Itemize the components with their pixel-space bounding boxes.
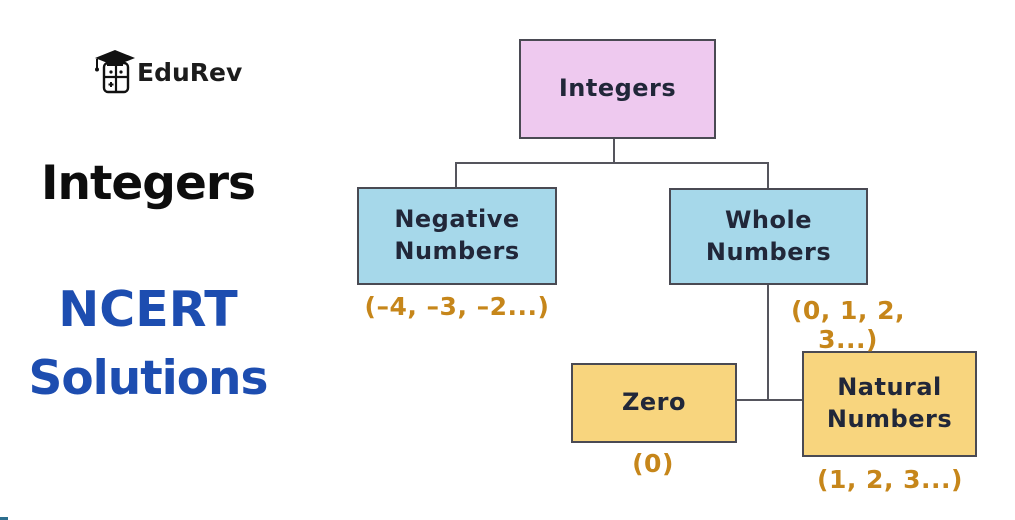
subtitle-ncert: NCERT: [58, 281, 238, 338]
connector-zero-natural: [737, 399, 802, 401]
page-title: Integers: [41, 156, 256, 211]
node-integers: Integers: [519, 39, 716, 139]
connector-drop-negative: [455, 162, 457, 188]
example-whole-numbers: (0, 1, 2, 3...): [790, 296, 905, 354]
node-negative-numbers-label: Negative Numbers: [394, 205, 520, 265]
edurev-logo: EduRev: [93, 48, 242, 96]
node-whole-numbers-label: Whole Numbers: [705, 205, 832, 266]
connector-drop-whole: [767, 162, 769, 189]
corner-accent-mark: [0, 517, 8, 520]
node-negative-numbers: Negative Numbers: [357, 187, 557, 285]
example-negative-numbers: (–4, –3, –2...): [364, 292, 550, 321]
connector-branch-horizontal: [455, 162, 769, 164]
connector-whole-to-children: [767, 285, 769, 401]
example-zero: (0): [632, 449, 674, 478]
node-natural-numbers: Natural Numbers: [802, 351, 977, 457]
node-zero-label: Zero: [621, 388, 686, 417]
node-whole-numbers: Whole Numbers: [669, 188, 868, 285]
node-integers-label: Integers: [558, 74, 677, 103]
node-zero: Zero: [571, 363, 737, 443]
subtitle-solutions: Solutions: [28, 351, 268, 406]
node-natural-numbers-label: Natural Numbers: [826, 373, 953, 433]
edurev-cap-icon: [95, 50, 135, 94]
connector-integers-stem: [613, 139, 615, 164]
edurev-brand-text: EduRev: [137, 57, 243, 87]
example-natural-numbers: (1, 2, 3...): [817, 465, 963, 494]
